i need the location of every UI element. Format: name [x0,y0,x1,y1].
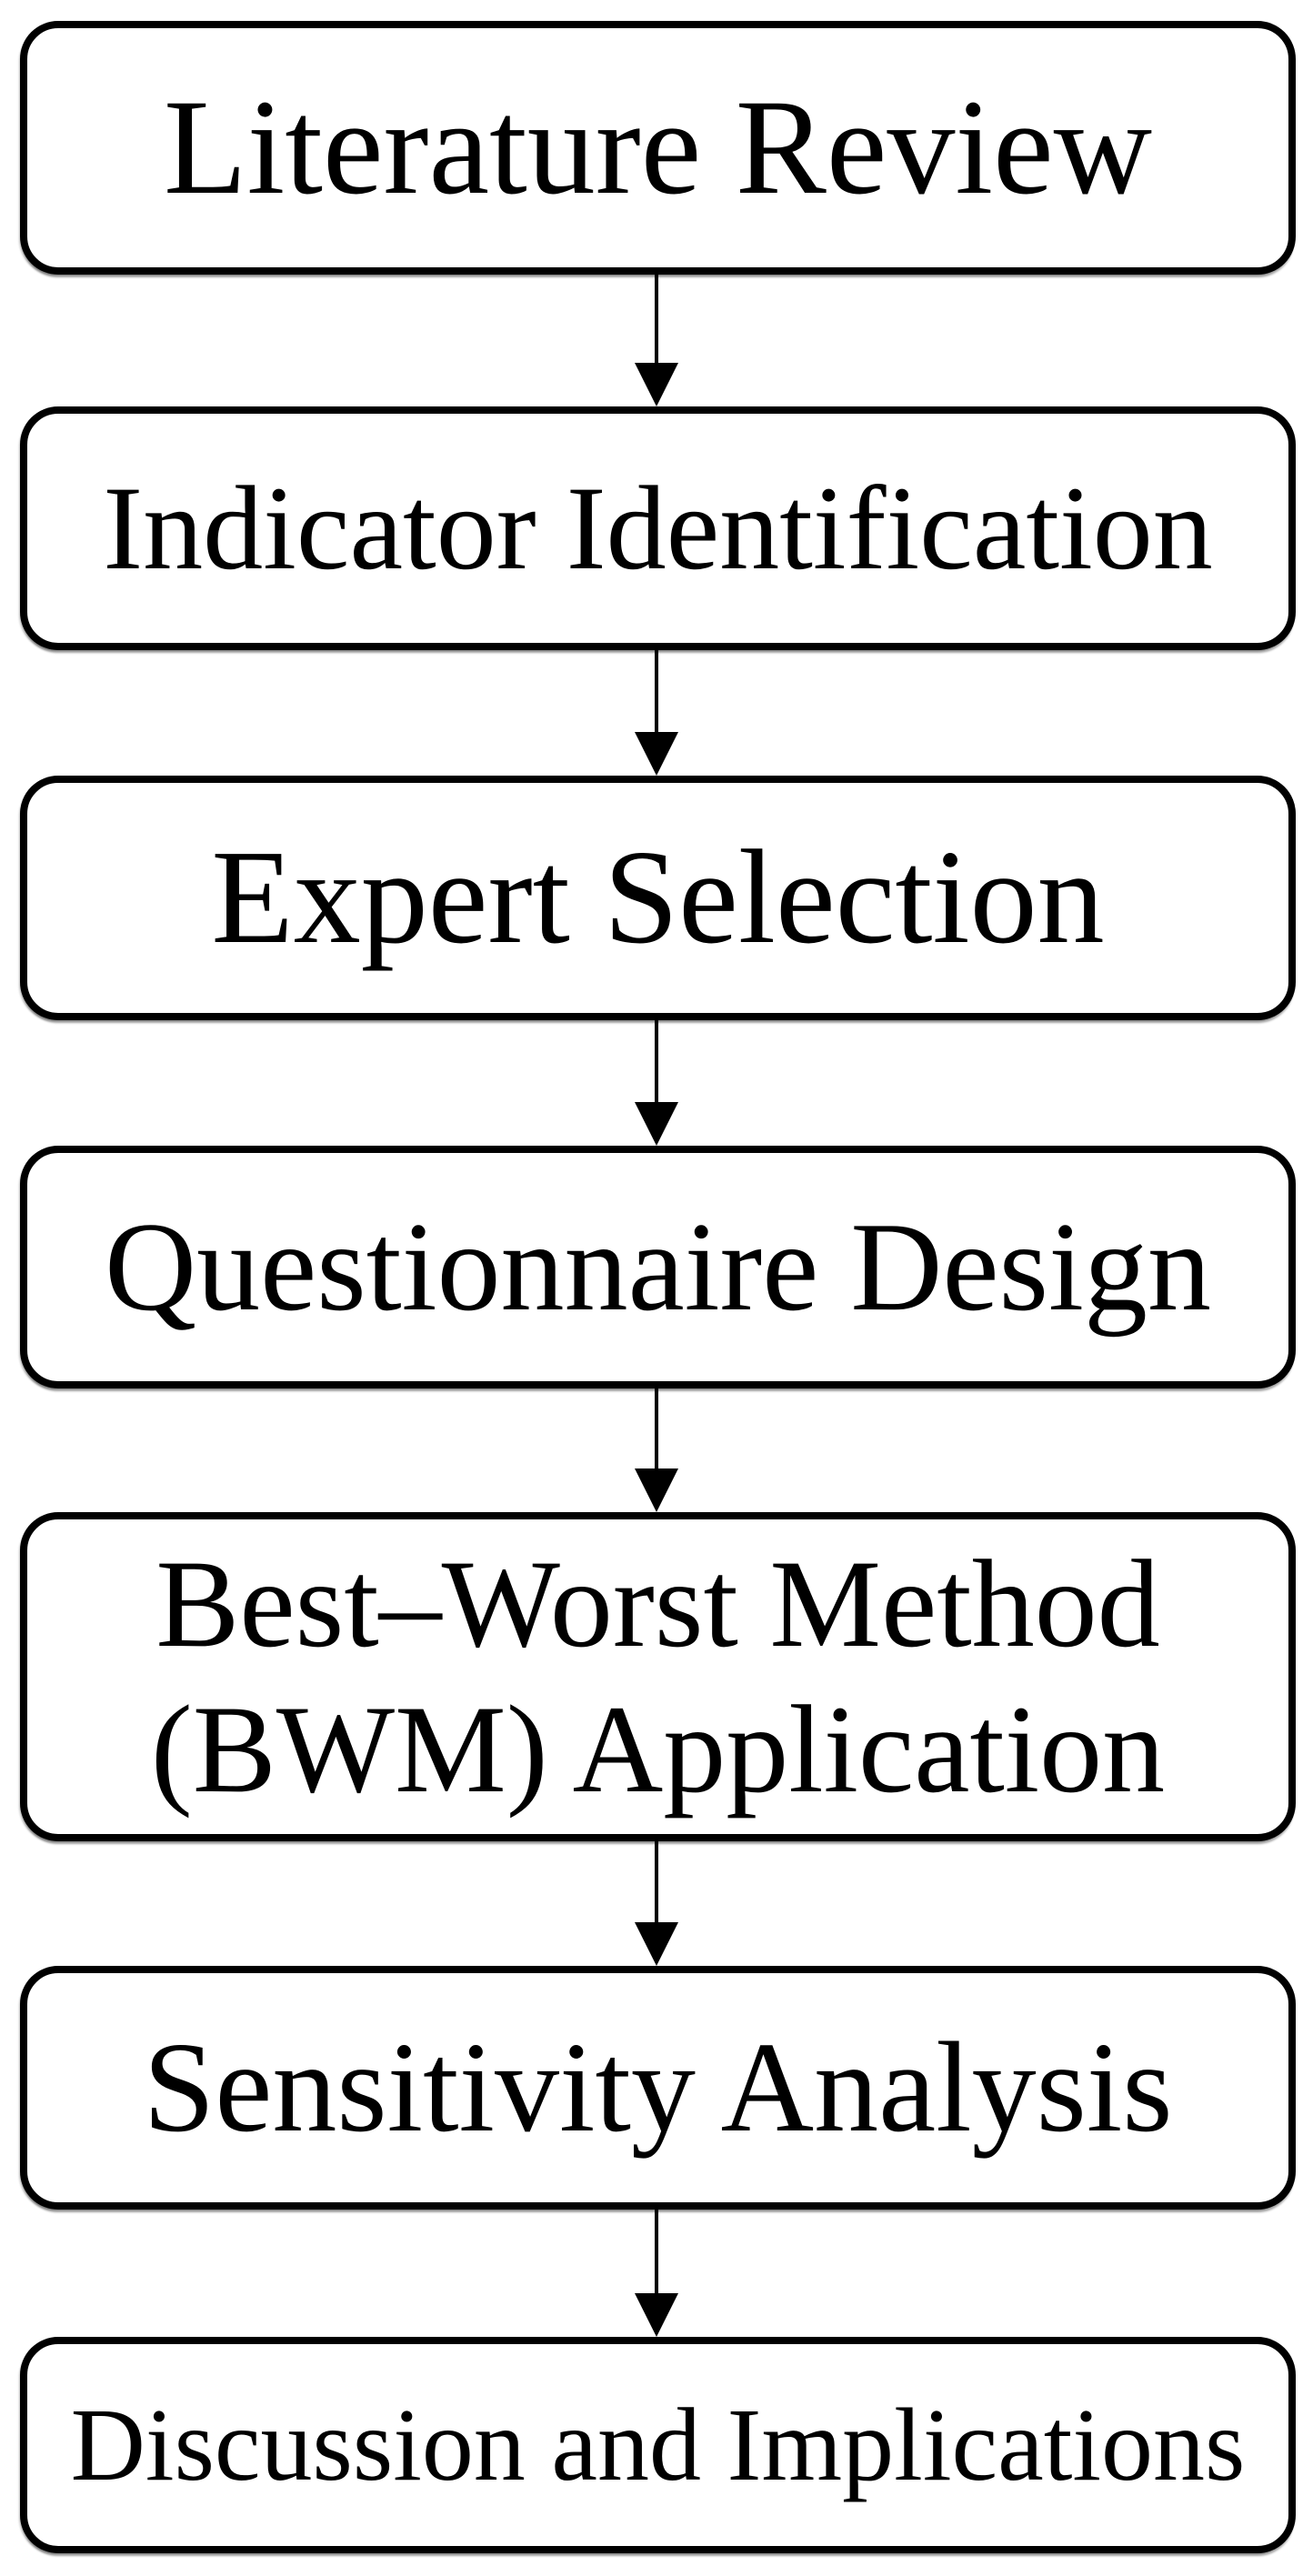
arrow-head-down-icon [635,2293,678,2337]
arrow-shaft [655,650,658,739]
arrow-shaft [655,275,658,370]
step-box-expert-selection: Expert Selection [20,776,1296,1020]
step-box-discussion-and-implications: Discussion and Implications [20,2337,1296,2553]
arrow-head-down-icon [635,1102,678,1146]
arrow-head-down-icon [635,1468,678,1512]
arrow-shaft [655,1020,658,1109]
step-label-bwm-application-line2: (BWM) Application [150,1679,1166,1819]
step-box-literature-review: Literature Review [20,21,1296,275]
arrow-head-down-icon [635,363,678,406]
flow-arrow-6 [635,2210,678,2337]
step-label-discussion-and-implications: Discussion and Implications [70,2387,1246,2503]
arrow-head-down-icon [635,732,678,776]
flow-arrow-5 [635,1841,678,1966]
arrow-head-down-icon [635,1922,678,1966]
step-box-bwm-application: Best–Worst Method (BWM) Application [20,1512,1296,1841]
flow-arrow-1 [635,275,678,406]
arrow-shaft [655,1841,658,1929]
flow-arrow-2 [635,650,678,776]
step-box-questionnaire-design: Questionnaire Design [20,1146,1296,1388]
step-label-literature-review: Literature Review [164,71,1152,223]
step-box-sensitivity-analysis: Sensitivity Analysis [20,1966,1296,2210]
step-label-questionnaire-design: Questionnaire Design [105,1197,1211,1338]
flow-arrow-3 [635,1020,678,1146]
step-label-expert-selection: Expert Selection [211,822,1105,972]
arrow-shaft [655,2210,658,2300]
arrow-shaft [655,1388,658,1476]
flow-arrow-4 [635,1388,678,1512]
step-label-sensitivity-analysis: Sensitivity Analysis [143,2015,1173,2160]
step-label-indicator-identification: Indicator Identification [103,460,1213,595]
step-box-indicator-identification: Indicator Identification [20,406,1296,650]
step-label-bwm-application-line1: Best–Worst Method [155,1533,1160,1673]
